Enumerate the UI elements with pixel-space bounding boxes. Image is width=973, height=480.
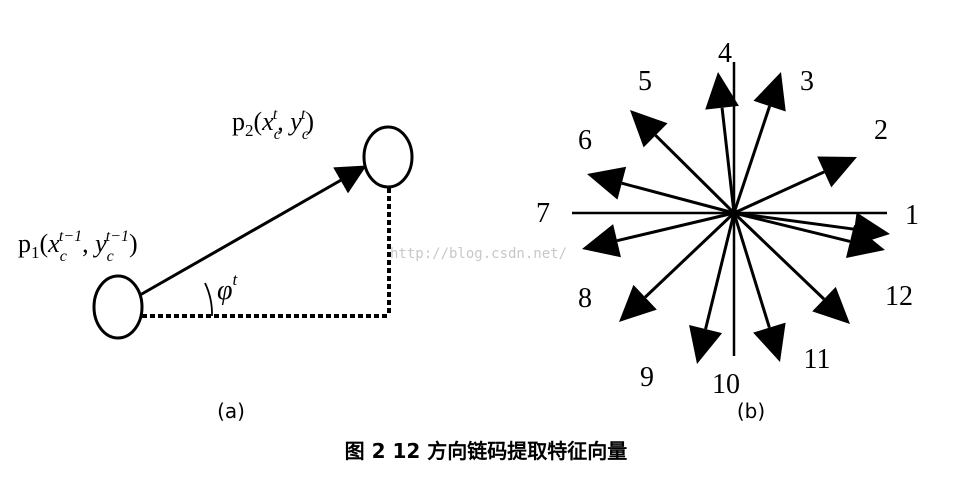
direction-label-2: 2 <box>874 115 888 146</box>
watermark-text: http://blog.csdn.net/ <box>390 246 567 262</box>
direction-11-arrowhead <box>812 286 850 324</box>
direction-7-arrowhead <box>582 224 621 258</box>
direction-label-3: 3 <box>800 66 814 97</box>
direction-8-arrowhead <box>619 284 657 322</box>
direction-label-4: 4 <box>718 38 732 69</box>
direction-8-shaft <box>644 211 736 299</box>
direction-label-6: 6 <box>578 125 592 156</box>
point-p2-circle <box>362 125 414 189</box>
direction-2-shaft <box>733 170 825 215</box>
direction-10-arrowhead <box>753 322 786 362</box>
direction-6-arrowhead <box>587 166 627 200</box>
direction-label-8: 8 <box>578 283 592 314</box>
direction-12-arrowhead <box>845 224 885 258</box>
direction-6-shaft <box>621 181 735 215</box>
direction-1-shaft <box>733 211 855 231</box>
panel-a-caption: (a) <box>217 399 245 423</box>
displacement-arrow <box>139 165 367 297</box>
direction-11-shaft <box>732 211 826 301</box>
direction-arrows <box>582 72 890 364</box>
panel-a: p1(xct−1, yct−1) p2(xct, yct) φt (a) <box>18 106 414 423</box>
point-p1-circle <box>92 274 144 340</box>
angle-arc <box>204 282 213 317</box>
direction-9-arrowhead <box>689 324 723 364</box>
direction-label-9: 9 <box>640 362 654 393</box>
direction-3-shaft <box>732 105 772 214</box>
angle-label: φt <box>217 270 239 306</box>
direction-label-5: 5 <box>638 66 652 97</box>
panel-b-caption: (b) <box>737 399 765 423</box>
direction-7-shaft <box>616 211 735 243</box>
direction-9-shaft <box>704 212 736 330</box>
direction-12-shaft <box>733 211 851 243</box>
direction-4-arrowhead <box>705 72 739 110</box>
direction-label-1: 1 <box>905 200 919 231</box>
direction-10-shaft <box>732 212 771 329</box>
p1-label: p1(xct−1, yct−1) <box>18 228 138 265</box>
direction-4-shaft <box>720 107 736 214</box>
direction-label-11: 11 <box>804 344 831 375</box>
direction-2-arrowhead <box>817 156 857 188</box>
direction-3-arrowhead <box>753 72 786 112</box>
direction-label-10: 10 <box>712 369 740 400</box>
figure-caption: 图 2 12 方向链码提取特征向量 <box>345 439 628 463</box>
direction-5-arrowhead <box>630 110 668 148</box>
direction-label-12: 12 <box>885 281 913 312</box>
direction-5-shaft <box>654 134 736 215</box>
direction-label-7: 7 <box>536 198 550 229</box>
p2-label: p2(xct, yct) <box>232 106 314 143</box>
